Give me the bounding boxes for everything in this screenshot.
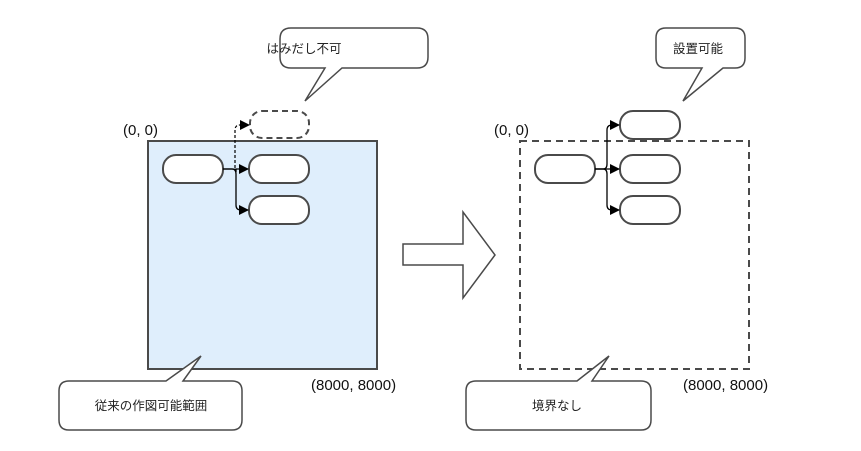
node-child-outside[interactable] bbox=[619, 110, 681, 140]
connector-dashed bbox=[234, 120, 250, 168]
right-panel: (0, 0) (8000, 8000) 設置可能 境界なし bbox=[465, 27, 768, 431]
bubble-bottom-left bbox=[58, 355, 243, 431]
origin-label: (0, 0) bbox=[494, 122, 529, 139]
bubble-bottom-right bbox=[465, 355, 652, 431]
node-source[interactable] bbox=[534, 154, 596, 184]
callout-bottom-text: 境界なし bbox=[532, 398, 582, 413]
canvas-area-unbounded bbox=[519, 140, 750, 370]
connector-bottom bbox=[595, 168, 620, 215]
bubble-top-right bbox=[655, 27, 746, 102]
callout-top-text: 設置可能 bbox=[673, 41, 724, 56]
connector-top bbox=[595, 120, 620, 170]
node-child-2[interactable] bbox=[248, 195, 310, 225]
node-source[interactable] bbox=[162, 154, 224, 184]
bubble-top-left bbox=[279, 27, 429, 102]
right-arrow-icon bbox=[402, 209, 496, 301]
node-child-1[interactable] bbox=[619, 154, 681, 184]
node-child-2[interactable] bbox=[619, 195, 681, 225]
origin-label: (0, 0) bbox=[123, 122, 158, 139]
node-child-1[interactable] bbox=[248, 154, 310, 184]
node-outside-disallowed bbox=[249, 110, 310, 139]
end-label: (8000, 8000) bbox=[311, 377, 396, 394]
callout-bottom-text: 従来の作図可能範囲 bbox=[95, 398, 208, 413]
left-panel: (0, 0) (8000, 8000) はみだし不可 従来の作図可能範囲 bbox=[58, 27, 429, 431]
connector-2 bbox=[223, 168, 249, 215]
end-label: (8000, 8000) bbox=[683, 377, 768, 394]
callout-top-text: はみだし不可 bbox=[266, 41, 341, 56]
